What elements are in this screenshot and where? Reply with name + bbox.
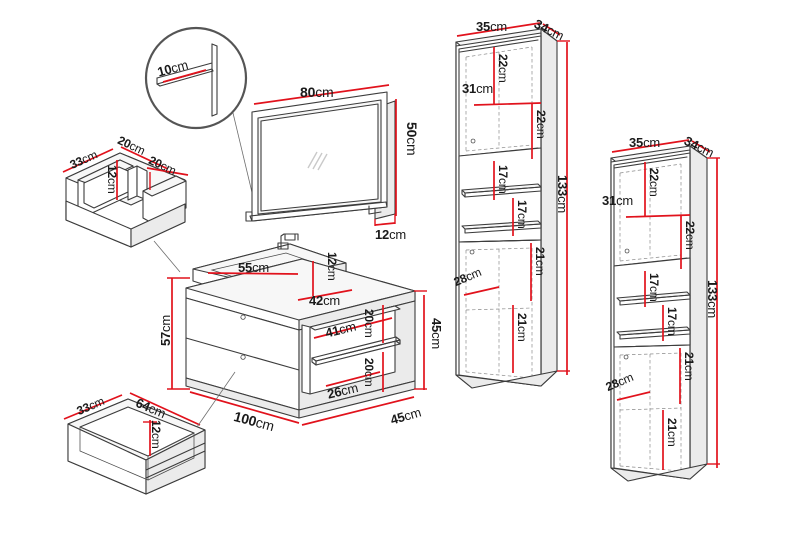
rightcab-label-22cm-top: 22cm <box>647 168 661 197</box>
rightcab-label-22cm-second: 22cm <box>683 221 697 250</box>
rightcab-label-17cm-lower: 17cm <box>665 307 679 336</box>
rightcab-label-133cm: 133cm <box>705 280 720 319</box>
midcab-label-31cm: 31cm <box>462 81 493 96</box>
drawer-box-drawing <box>63 371 236 495</box>
mirror-label-50cm: 50cm <box>404 122 420 156</box>
rightcab-label-21cm-lower: 21cm <box>665 418 679 447</box>
vanity-label-20cm-upper: 20cm <box>362 309 376 338</box>
vanity-label-42cm: 42cm <box>309 293 340 308</box>
rightcab-label-31cm: 31cm <box>602 193 633 208</box>
midcab-label-133cm: 133cm <box>555 175 570 214</box>
wall-shelf-unit-drawing <box>62 146 189 273</box>
shelf-label-12cm: 12cm <box>105 165 119 194</box>
midcab-label-21cm-upper: 21cm <box>533 247 547 276</box>
midcab-label-17cm-lower: 17cm <box>515 200 529 229</box>
midcab-label-17cm-upper: 17cm <box>496 165 510 194</box>
midcab-label-22cm-top: 22cm <box>496 54 510 83</box>
rightcab-label-17cm-upper: 17cm <box>647 273 661 302</box>
mirror-label-80cm: 80cm <box>300 84 334 100</box>
mirror-label-12cm: 12cm <box>375 227 406 242</box>
vanity-label-57cm: 57cm <box>158 315 173 346</box>
rightcab-label-35cm: 35cm <box>629 135 660 150</box>
vanity-label-55cm: 55cm <box>238 260 269 275</box>
midcab-label-35cm: 35cm <box>476 19 507 34</box>
drawer-label-12cm: 12cm <box>149 420 163 449</box>
tall-cabinet-right-drawing <box>610 139 720 482</box>
rightcab-label-21cm-upper: 21cm <box>682 352 696 381</box>
tall-cabinet-middle-drawing <box>455 22 570 389</box>
vanity-unit-drawing <box>167 233 427 426</box>
vanity-label-20cm-lower: 20cm <box>362 358 376 387</box>
vanity-label-12cm: 12cm <box>325 252 339 281</box>
midcab-label-21cm-lower: 21cm <box>515 313 529 342</box>
midcab-label-22cm-second: 22cm <box>534 110 548 139</box>
mirror-drawing <box>245 84 397 226</box>
detail-callout-circle <box>144 26 256 206</box>
vanity-label-45cm-right: 45cm <box>429 318 444 349</box>
